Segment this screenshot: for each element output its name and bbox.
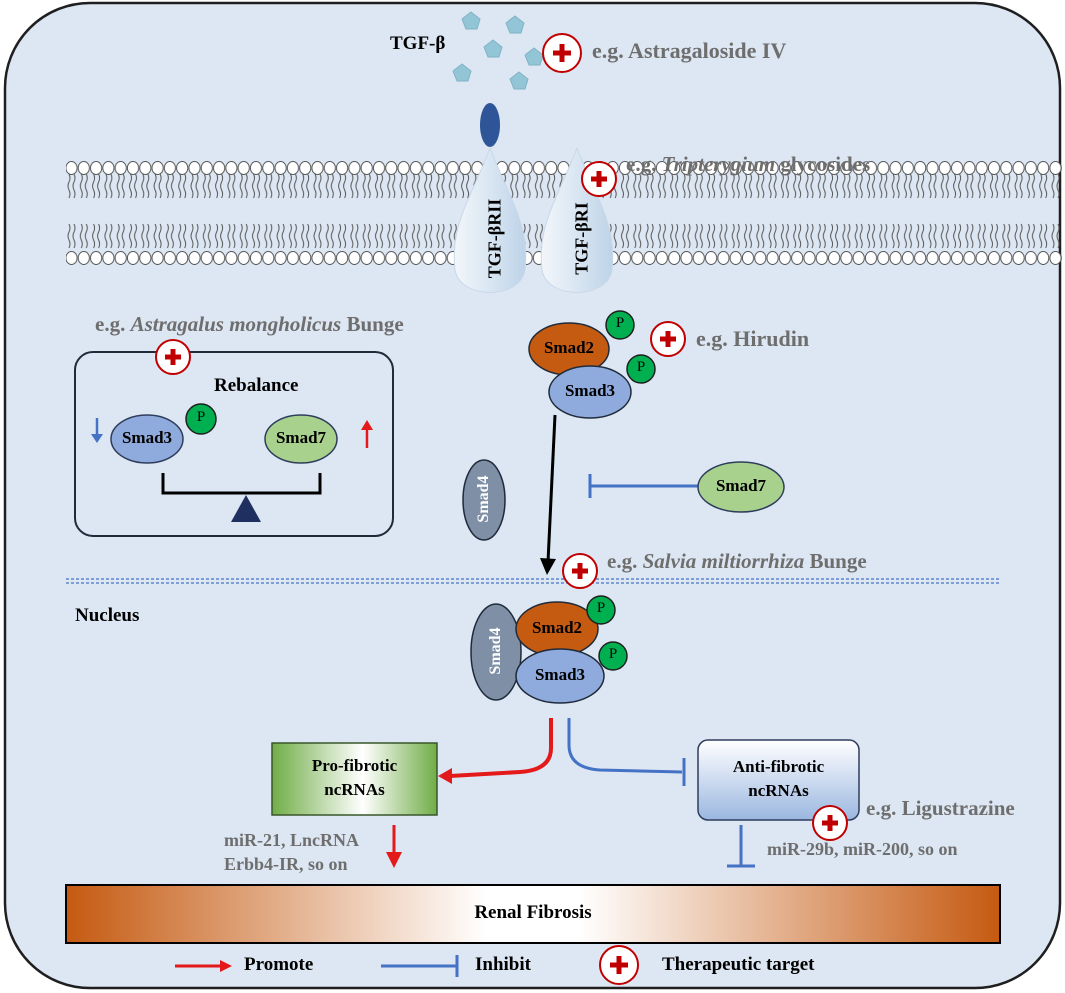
tgf-beta-rii-receptor — [453, 146, 527, 293]
smad4-nucleus — [470, 603, 522, 701]
astragaloside-label: e.g. Astragaloside IV — [592, 38, 787, 63]
pro-fibrotic-examples-1: miR-21, LncRNA — [224, 830, 359, 850]
smad2-nucleus-phospho — [586, 595, 616, 625]
pro-fibrotic-examples-2: Erbb4-IR, so on — [224, 854, 348, 874]
anti-fibrotic-examples: miR-29b, miR-200, so on — [767, 839, 958, 859]
target-icon-tripterygium — [581, 161, 617, 197]
pro-fibrotic-line2: ncRNAs — [324, 780, 385, 799]
pro-fibrotic-line1: Pro-fibrotic — [311, 756, 398, 775]
ligustrazine-label: e.g. Ligustrazine — [866, 796, 1015, 820]
tgf-beta-ri-label: TGF-βRI — [571, 202, 592, 275]
smad2-phospho-label: P — [615, 315, 625, 331]
salvia-label: e.g. Salvia miltiorrhiza Bunge — [607, 549, 867, 573]
smad3-nucleus-phospho-label: P — [608, 646, 618, 662]
renal-fibrosis-bar — [65, 884, 1001, 944]
target-icon-astragaloside — [542, 33, 582, 73]
anti-fibrotic-inhibit-line — [727, 825, 755, 868]
pro-fibrotic-promote-arrow — [386, 825, 402, 868]
target-icon-salvia — [562, 553, 598, 589]
nucleus-label: Nucleus — [75, 605, 140, 626]
smad3-phospho — [626, 354, 656, 384]
legend-promote-arrow — [175, 960, 232, 972]
promote-pro-fibrotic-arrow — [438, 718, 553, 784]
smad3-nucleus-label: Smad3 — [534, 665, 586, 684]
smad7-cytoplasm-label: Smad7 — [715, 476, 767, 495]
tgf-beta-ri-receptor — [540, 146, 614, 293]
astragalus-label: e.g. Astragalus mongholicus Bunge — [95, 312, 404, 336]
rebalance-smad7-label: Smad7 — [275, 428, 327, 447]
anti-fibrotic-title: Anti-fibrotic ncRNAs — [698, 755, 859, 803]
tgf-beta-rii-label: TGF-βRII — [484, 198, 505, 279]
smad2-nucleus-label: Smad2 — [531, 618, 583, 637]
rebalance-smad7 — [264, 414, 338, 464]
tripterygium-label: e.g. Tripterygium glycosides — [626, 152, 871, 176]
smad3-cytoplasm-label: Smad3 — [564, 381, 616, 400]
smad4-nucleus-label: Smad4 — [487, 627, 504, 675]
nuclear-envelope — [66, 578, 1000, 584]
smad3-phospho-label: P — [636, 359, 646, 375]
legend-inhibit-line — [381, 955, 459, 977]
smad4-cytoplasm — [462, 459, 506, 541]
rebalance-phospho — [185, 403, 217, 435]
anti-fibrotic-line1: Anti-fibrotic — [732, 757, 825, 776]
increase-arrow-icon — [361, 420, 373, 448]
tgf-beta-ligand-icon — [452, 11, 544, 90]
legend-promote-label: Promote — [244, 954, 314, 975]
pro-fibrotic-box — [271, 742, 438, 816]
anti-fibrotic-line2: ncRNAs — [748, 781, 809, 800]
pro-fibrotic-title: Pro-fibrotic ncRNAs — [272, 754, 437, 802]
target-icon-ligustrazine — [812, 805, 848, 841]
legend-inhibit-label: Inhibit — [475, 954, 531, 975]
target-icon-hirudin — [650, 321, 686, 357]
tgf-beta-label: TGF-β — [390, 33, 446, 54]
renal-fibrosis-label: Renal Fibrosis — [474, 902, 592, 923]
target-icon-astragalus — [155, 339, 191, 375]
smad2-nucleus-phospho-label: P — [596, 600, 606, 616]
balance-scale-icon — [161, 473, 322, 522]
rebalance-smad3 — [110, 414, 184, 464]
anti-fibrotic-box — [697, 739, 860, 821]
smad3-nucleus — [515, 648, 605, 704]
rebalance-title: Rebalance — [214, 375, 299, 396]
rebalance-smad3-label: Smad3 — [121, 428, 173, 447]
smad4-cytoplasm-label: Smad4 — [475, 475, 492, 523]
smad2-phospho — [605, 310, 635, 340]
smad2-cytoplasm-label: Smad2 — [543, 338, 595, 357]
smad7-inhibit-line — [588, 474, 700, 498]
inhibit-anti-fibrotic-line — [567, 718, 686, 786]
legend-target-icon — [599, 945, 639, 985]
nuclear-translocation-arrow — [540, 414, 557, 575]
legend-target-label: Therapeutic target — [662, 954, 815, 975]
smad3-nucleus-phospho — [598, 641, 628, 671]
ligand-docking-icon — [480, 103, 500, 147]
smad7-cytoplasm — [697, 461, 785, 513]
smad3-cytoplasm — [548, 365, 632, 419]
decrease-arrow-icon — [91, 418, 103, 443]
rebalance-phospho-label: P — [196, 409, 206, 425]
hirudin-label: e.g. Hirudin — [696, 326, 810, 351]
rebalance-box — [74, 351, 394, 537]
